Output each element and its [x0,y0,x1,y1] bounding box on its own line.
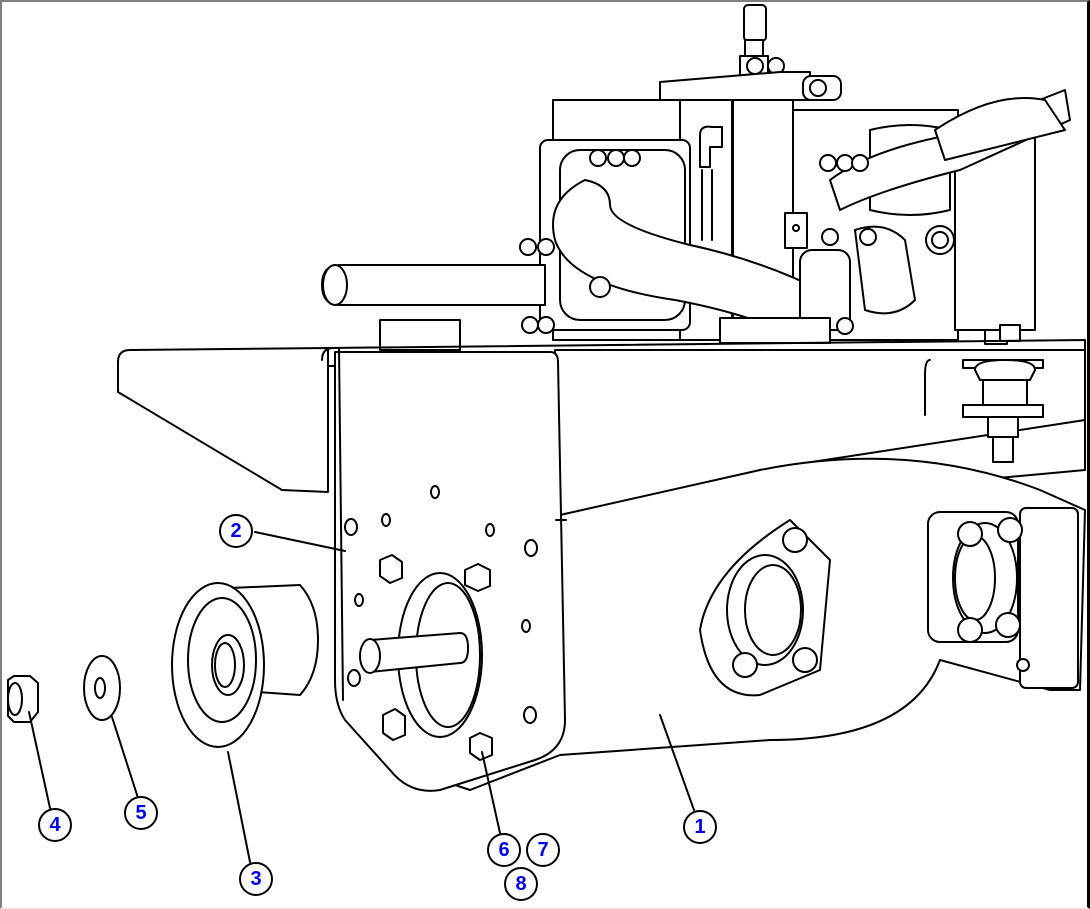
callout-1[interactable]: 1 [683,810,717,844]
callout-4[interactable]: 4 [38,808,72,842]
callout-5[interactable]: 5 [124,796,158,830]
support-plate-item-2 [321,347,567,792]
cap-screw-item-6 [469,732,493,761]
washer-item-5 [83,655,121,721]
bushing-item-3 [171,582,319,748]
callout-8[interactable]: 8 [504,867,538,901]
leader-lines [28,531,695,863]
callout-7[interactable]: 7 [526,833,560,867]
callout-3[interactable]: 3 [239,862,273,896]
callout-6[interactable]: 6 [487,833,521,867]
nut-item-4 [7,675,39,723]
valve-assembly [321,4,1071,351]
housing-item-1 [439,457,1086,791]
callout-2[interactable]: 2 [219,514,253,548]
